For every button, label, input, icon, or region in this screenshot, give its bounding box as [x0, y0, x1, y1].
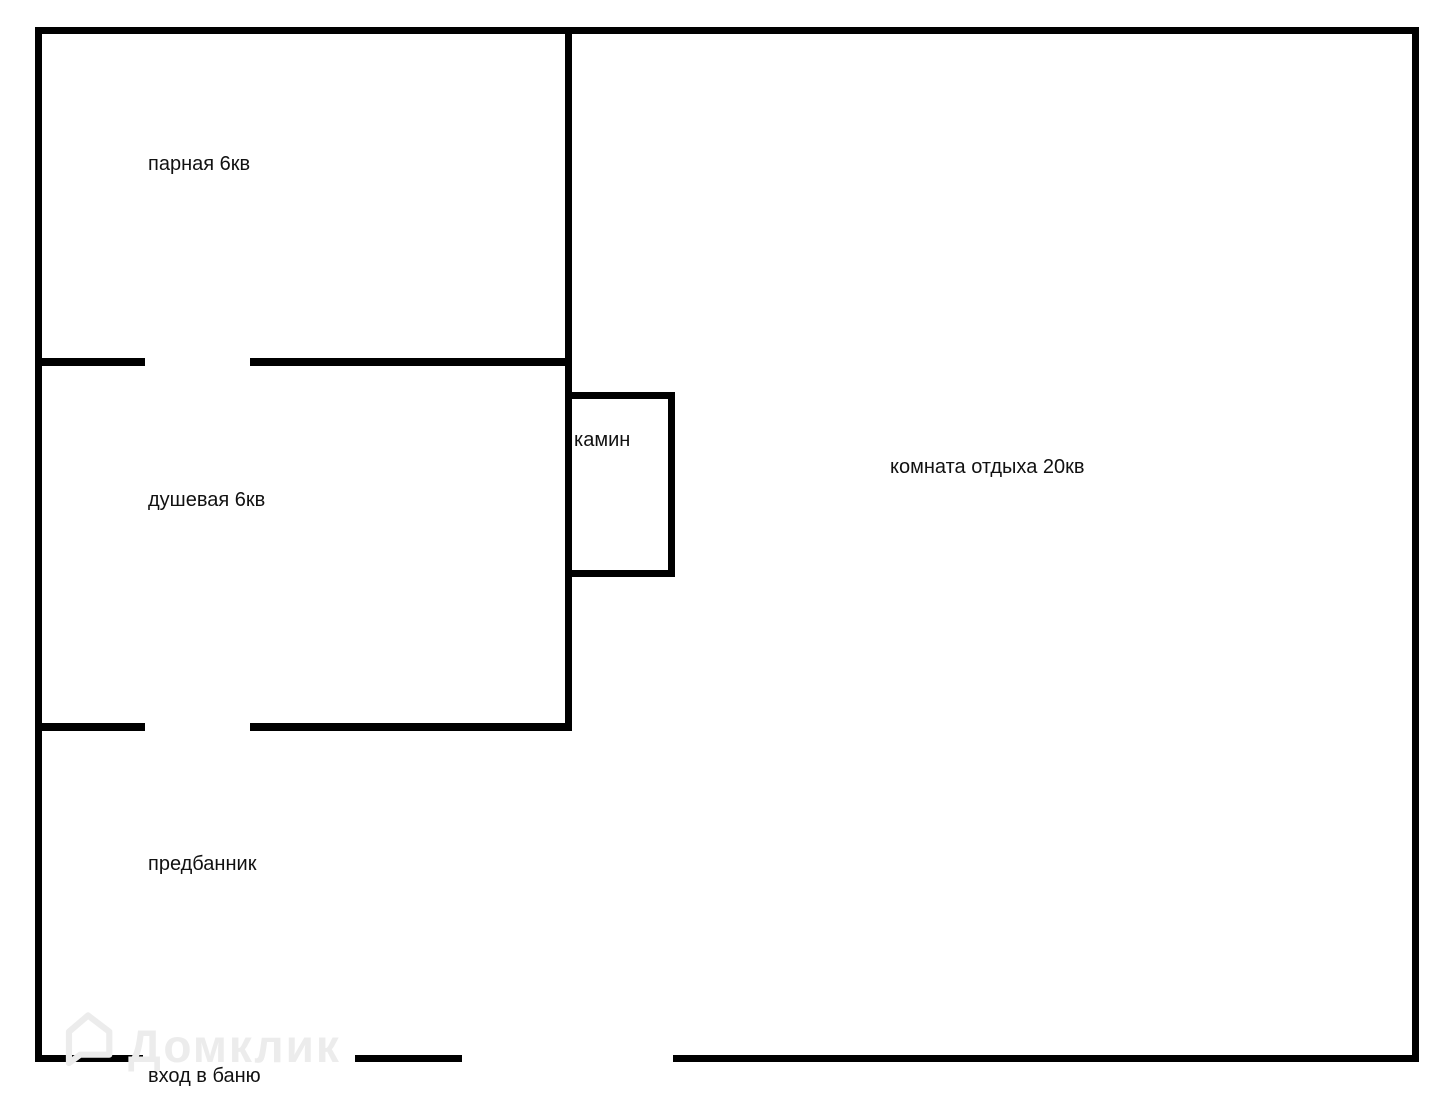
wall-parnaya-dushevaya-right	[250, 358, 572, 366]
room-label-predbannik: предбанник	[148, 853, 257, 875]
wall-dushevaya-predbannik-right	[250, 723, 572, 731]
room-label-komnata: комната отдыха 20кв	[890, 456, 1085, 478]
fireplace-box	[565, 392, 675, 577]
wall-bottom-segment-middle	[355, 1055, 462, 1062]
wall-top	[35, 27, 1419, 34]
room-label-vhod: вход в баню	[148, 1065, 261, 1087]
wall-middle-vertical	[565, 27, 572, 731]
domclick-house-icon	[65, 1012, 113, 1067]
room-label-parnaya: парная 6кв	[148, 153, 251, 175]
domclick-watermark: Домклик	[60, 1006, 341, 1072]
room-label-dushevaya: душевая 6кв	[148, 489, 266, 511]
watermark-text: Домклик	[128, 1020, 341, 1072]
wall-dushevaya-predbannik-left	[35, 723, 145, 731]
room-label-kamin: камин	[574, 429, 631, 451]
wall-parnaya-dushevaya-left	[35, 358, 145, 366]
wall-bottom-segment-right	[673, 1055, 1419, 1062]
wall-bottom-segment-left	[35, 1055, 143, 1062]
wall-left	[35, 27, 42, 1062]
wall-right	[1412, 27, 1419, 1062]
